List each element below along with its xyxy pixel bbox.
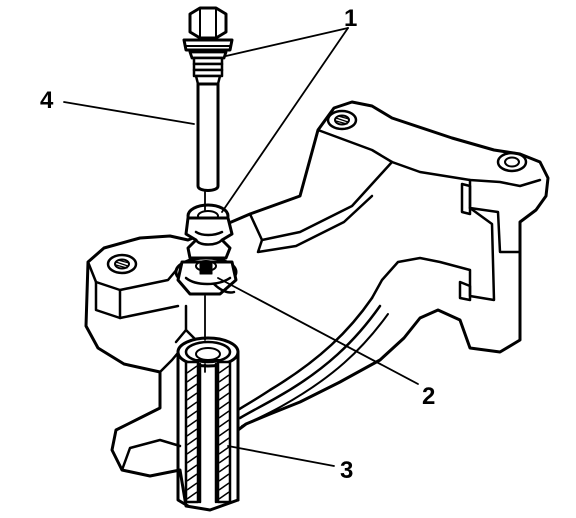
bushing-sleeve-section [176, 336, 240, 508]
hatch-line [186, 383, 198, 392]
guide-pin-bolt [182, 6, 234, 192]
hatch-line [186, 473, 198, 482]
hatch-line [186, 455, 198, 464]
caliper-bracket [84, 100, 550, 512]
section-hatching [186, 365, 230, 500]
mounting-hole-right [496, 151, 528, 173]
callout-1: 1 [344, 5, 357, 32]
hatch-line [186, 482, 198, 491]
hatch-line [186, 365, 198, 374]
hatch-line [186, 464, 198, 473]
hatch-line [186, 392, 198, 401]
hatch-line [218, 428, 230, 437]
hatch-line [218, 437, 230, 446]
leader-lines [63, 27, 419, 467]
hatch-line [218, 410, 230, 419]
hatch-line [218, 491, 230, 500]
hatch-line [218, 383, 230, 392]
hatch-line [218, 455, 230, 464]
hatch-line [218, 401, 230, 410]
hatch-line [218, 482, 230, 491]
hatch-line [218, 464, 230, 473]
callout-2: 2 [422, 383, 435, 410]
hatch-line [186, 401, 198, 410]
hatch-line [218, 374, 230, 383]
hatch-line [186, 437, 198, 446]
hatch-line [218, 392, 230, 401]
hatch-line [186, 410, 198, 419]
mounting-hole-top [326, 109, 358, 131]
callout-4: 4 [40, 87, 54, 114]
hatch-line [218, 419, 230, 428]
hatch-line [186, 491, 198, 500]
hatch-line [218, 446, 230, 455]
hatch-line [218, 473, 230, 482]
callout-3: 3 [340, 457, 353, 484]
hatch-line [218, 365, 230, 374]
hatch-line [186, 419, 198, 428]
hatch-line [186, 446, 198, 455]
hatch-line [186, 428, 198, 437]
hatch-line [186, 374, 198, 383]
mounting-hole-left [106, 253, 138, 275]
